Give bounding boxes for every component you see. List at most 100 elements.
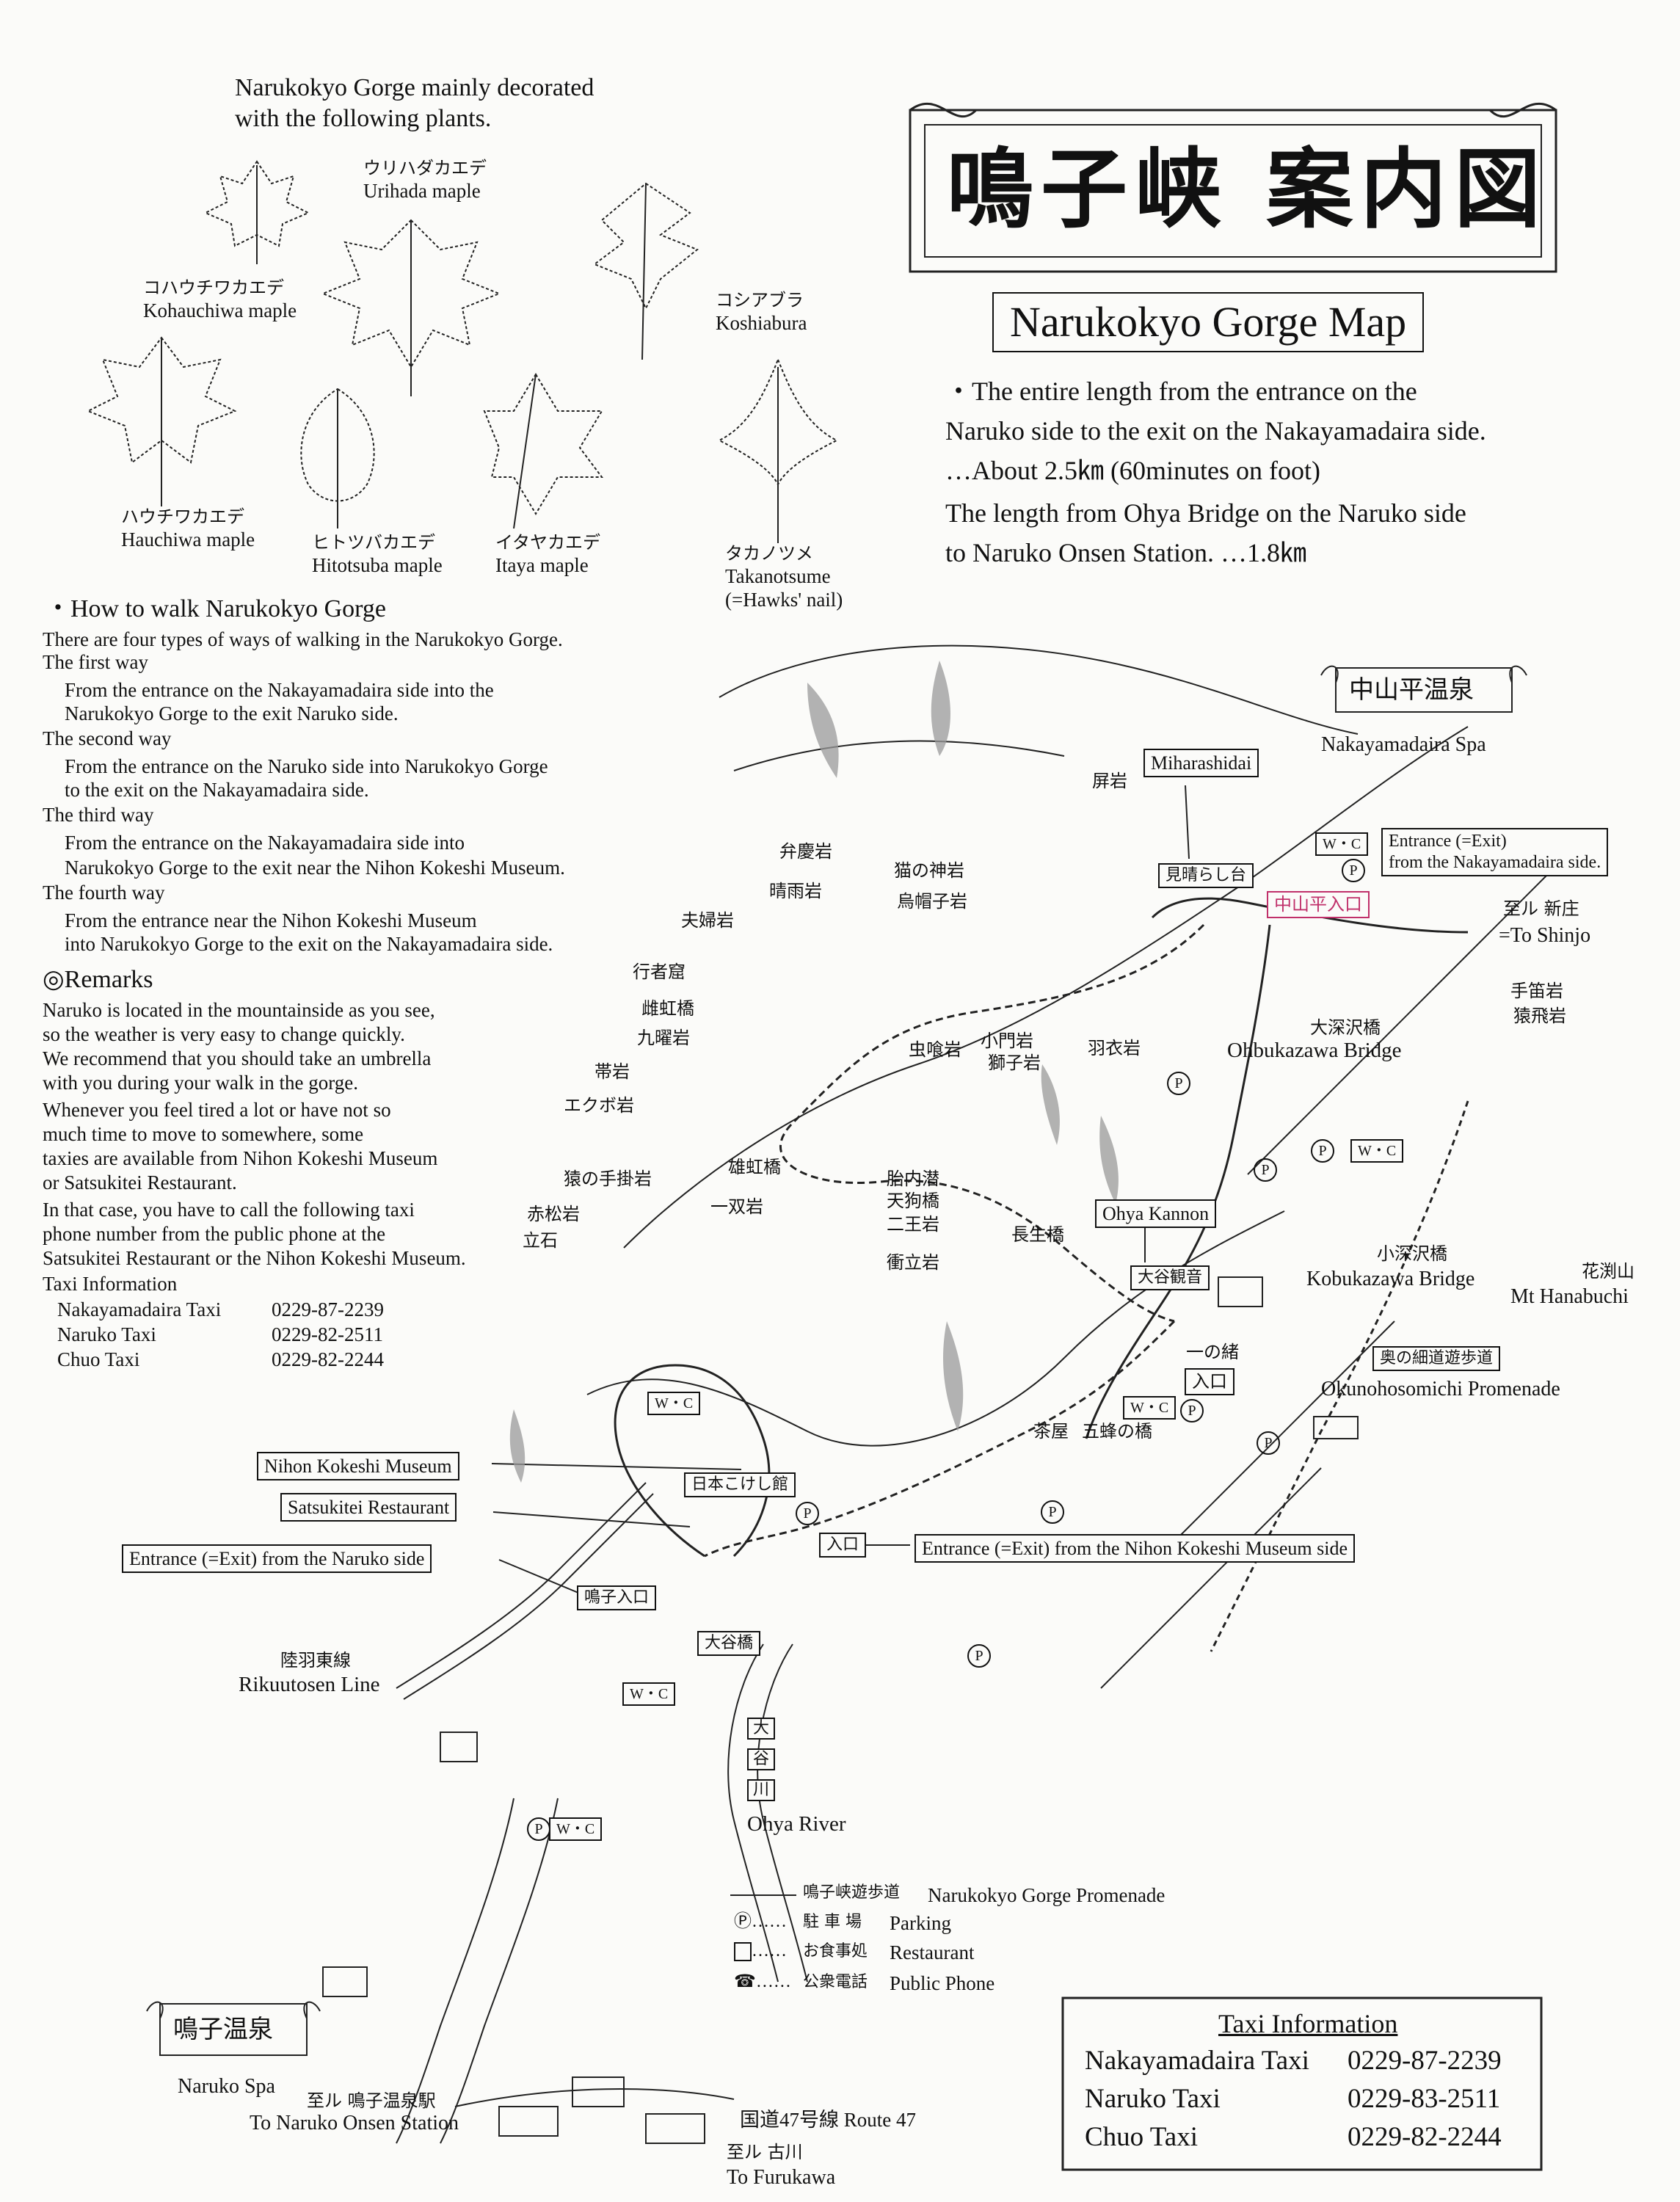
- to-naruko-station-jp: 至ル 鳴子温泉駅: [307, 2090, 436, 2111]
- maple-leaf-icon: [592, 182, 699, 360]
- plant-urihada: ウリハダカエデ Urihada maple: [363, 158, 487, 202]
- rock-label: 羽衣岩: [1088, 1038, 1141, 1058]
- hanabuchi-en: Mt Hanabuchi: [1510, 1285, 1629, 1308]
- legend-restaurant-jp: お食事処: [803, 1942, 868, 1961]
- nihon-kokeshi-museum-label: Nihon Kokeshi Museum: [257, 1452, 459, 1481]
- rock-label: 一の緒: [1186, 1342, 1239, 1362]
- legend-promenade-en: Narukokyo Gorge Promenade: [928, 1884, 1166, 1906]
- rock-label: 長生橋: [1011, 1224, 1064, 1245]
- remarks-line: In that case, you have to call the follo…: [43, 1199, 415, 1221]
- rock-label: 猫の神岩: [894, 860, 964, 881]
- map-title-jp: 鳴子峡 案内図: [947, 139, 1549, 240]
- legend-parking-symbol: Ⓟ……: [734, 1912, 787, 1931]
- miharashidai-label: Miharashidai: [1143, 749, 1259, 778]
- plant-itaya: イタヤカエデ Itaya maple: [495, 532, 601, 576]
- legend-restaurant-en: Restaurant: [890, 1941, 975, 1963]
- rock-label: 胎内潜: [887, 1169, 939, 1189]
- nihon-kokeshi-jp-label: 日本こけし館: [684, 1472, 796, 1498]
- plant-hitotsuba: ヒトツバカエデ Hitotsuba maple: [312, 532, 443, 576]
- rock-label: 小門岩: [981, 1031, 1033, 1051]
- plant-hauchiwa: ハウチワカエデ Hauchiwa maple: [121, 506, 255, 550]
- ohbukazawa-en: Ohbukazawa Bridge: [1227, 1039, 1402, 1062]
- rock-label: 五蜂の橋: [1082, 1421, 1152, 1442]
- naruko-spa-jp: 鳴子温泉: [173, 2015, 273, 2044]
- walk-line: into Narukokyo Gorge to the exit on the …: [65, 933, 553, 955]
- intro-line: to Naruko Onsen Station. …1.8㎞: [945, 538, 1306, 567]
- remarks-line: Naruko is located in the mountainside as…: [43, 999, 435, 1021]
- rock-label: 屏岩: [1092, 771, 1127, 791]
- legend-parking-en: Parking: [890, 1912, 951, 1934]
- parking-icon: P: [1180, 1399, 1204, 1422]
- wc-marker: W・C: [1315, 832, 1369, 856]
- to-shinjo-en: =To Shinjo: [1499, 924, 1591, 947]
- rock-label: 衝立岩: [887, 1252, 939, 1273]
- taxi-phone: 0229-82-2244: [272, 1348, 384, 1370]
- rikuu-line-en: Rikuutosen Line: [239, 1673, 380, 1696]
- taxi-phone: 0229-87-2239: [272, 1298, 384, 1320]
- rikuu-line-jp: 陸羽東線: [280, 1650, 351, 1671]
- taxi-phone: 0229-82-2511: [272, 1323, 383, 1345]
- maple-leaf-icon: [717, 357, 839, 543]
- walk-line: The third way: [43, 804, 154, 826]
- plants-heading-line-2: with the following plants.: [235, 105, 492, 132]
- rock-label: 九曜岩: [637, 1028, 690, 1048]
- walk-line: The first way: [43, 651, 148, 673]
- ohya-river-jp-1: 大: [747, 1718, 776, 1740]
- plant-takanotsume: タカノツメ Takanotsume (=Hawks' nail): [725, 543, 843, 611]
- entrance-nakayamadaira-box: Entrance (=Exit) from the Nakayamadaira …: [1381, 828, 1609, 876]
- rock-label: 雌虹橋: [641, 998, 694, 1019]
- miharashidai-jp-label: 見晴らし台: [1158, 863, 1254, 889]
- parking-icon: P: [1342, 859, 1365, 882]
- nakayamadaira-spa-en: Nakayamadaira Spa: [1321, 733, 1486, 756]
- parking-icon: P: [1311, 1139, 1334, 1163]
- walk-line: Narukokyo Gorge to the exit Naruko side.: [65, 702, 399, 724]
- to-naruko-station-en: To Naruko Onsen Station: [250, 2112, 459, 2134]
- ohya-bridge-jp-label: 大谷橋: [697, 1631, 761, 1657]
- parking-icon: P: [1167, 1072, 1190, 1095]
- taxi-name: Nakayamadaira Taxi: [57, 1298, 222, 1320]
- rock-label: 一双岩: [710, 1196, 763, 1217]
- rock-label: 立石: [523, 1230, 558, 1251]
- remarks-line: phone number from the public phone at th…: [43, 1223, 386, 1245]
- hanabuchi-jp: 花渕山: [1582, 1261, 1634, 1282]
- to-shinjo-jp: 至ル 新庄: [1503, 898, 1579, 919]
- to-furukawa-jp: 至ル 古川: [727, 2142, 803, 2162]
- wc-marker: W・C: [622, 1682, 676, 1706]
- legend-phone-symbol: ☎……: [734, 1972, 791, 1991]
- rock-label: 猿飛岩: [1513, 1006, 1566, 1026]
- map-title-en: Narukokyo Gorge Map: [992, 292, 1425, 352]
- taxi-phone: 0229-82-2244: [1348, 2122, 1502, 2152]
- remarks-taxi-heading: Taxi Information: [43, 1273, 178, 1295]
- nakayamadaira-spa-jp: 中山平温泉: [1349, 675, 1474, 705]
- remarks-line: so the weather is very easy to change qu…: [43, 1023, 405, 1045]
- ohya-river-en: Ohya River: [747, 1812, 846, 1836]
- okunohosomichi-en: Okunohosomichi Promenade: [1321, 1378, 1560, 1400]
- wc-marker: W・C: [1123, 1396, 1177, 1420]
- rock-label: 弁慶岩: [779, 841, 832, 862]
- ohya-river-jp-3: 川: [747, 1779, 776, 1802]
- remarks-line: or Satsukitei Restaurant.: [43, 1171, 237, 1193]
- plants-heading-line-1: Narukokyo Gorge mainly decorated: [235, 74, 594, 101]
- intro-line: Naruko side to the exit on the Nakayamad…: [945, 416, 1486, 446]
- legend-phone-en: Public Phone: [890, 1972, 995, 1994]
- remarks-line: taxies are available from Nihon Kokeshi …: [43, 1147, 438, 1169]
- naruko-entrance-jp-label: 鳴子入口: [577, 1585, 657, 1611]
- parking-icon: P: [796, 1502, 819, 1525]
- walk-line: From the entrance on the Nakayamadaira s…: [65, 679, 494, 701]
- taxi-name: Chuo Taxi: [1085, 2122, 1198, 2152]
- plant-koshiabura: コシアブラ Koshiabura: [716, 290, 807, 334]
- taxi-phone: 0229-83-2511: [1348, 2084, 1501, 2114]
- rock-label: 行者窟: [633, 962, 686, 982]
- okunohosomichi-jp-label: 奥の細道遊歩道: [1372, 1346, 1501, 1372]
- naruko-spa-en: Naruko Spa: [178, 2075, 275, 2098]
- walk-line: to the exit on the Nakayamadaira side.: [65, 779, 369, 801]
- parking-icon: P: [1257, 1431, 1280, 1455]
- remarks-line: Whenever you feel tired a lot or have no…: [43, 1099, 391, 1121]
- taxi-name: Naruko Taxi: [1085, 2084, 1221, 2114]
- walk-line: There are four types of ways of walking …: [43, 628, 563, 650]
- how-to-walk-heading: ・How to walk Narukokyo Gorge: [46, 595, 386, 622]
- walk-line: Narukokyo Gorge to the exit near the Nih…: [65, 857, 565, 879]
- to-furukawa-en: To Furukawa: [727, 2166, 836, 2189]
- parking-icon: P: [1254, 1158, 1277, 1182]
